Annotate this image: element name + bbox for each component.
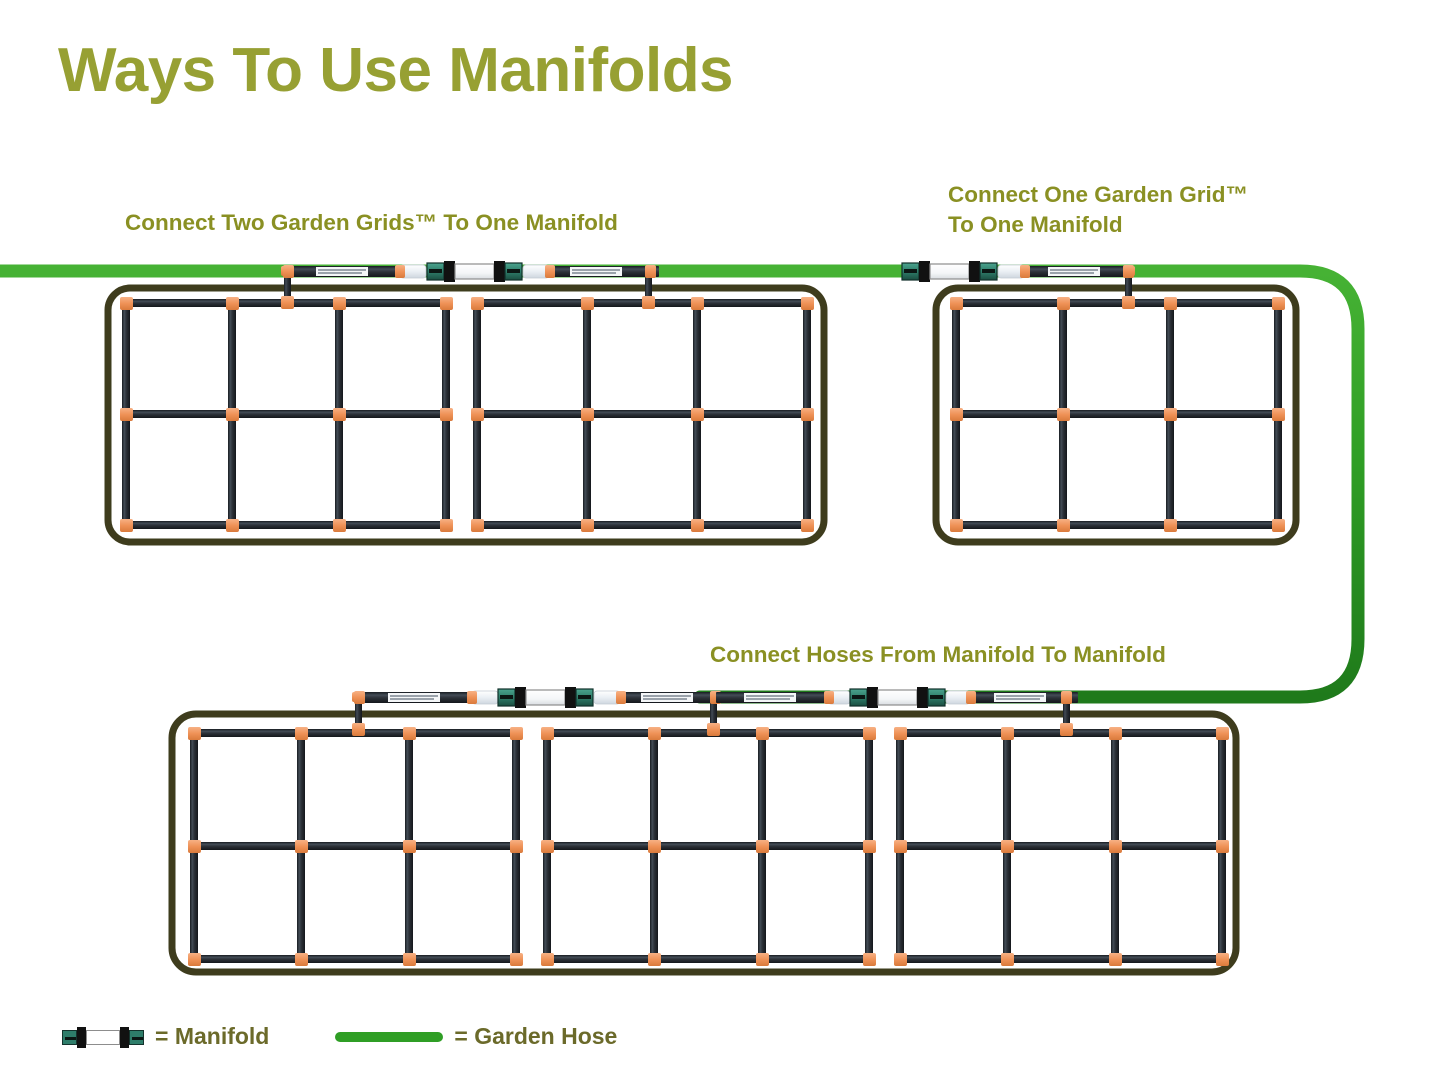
- label-connect-hoses-manifold-to-manifold: Connect Hoses From Manifold To Manifold: [710, 642, 1166, 667]
- bed-top-left: [104, 261, 828, 546]
- legend: = Manifold = Garden Hose: [62, 1023, 617, 1050]
- bed-frame-bottom: [168, 710, 1240, 976]
- legend-item-garden-hose: = Garden Hose: [335, 1023, 617, 1050]
- manifold-top-right: [901, 261, 1134, 282]
- page-title: Ways To Use Manifolds: [58, 36, 734, 105]
- garden-grid-bottom-c: [894, 727, 1229, 966]
- bed-top-right: [901, 261, 1300, 546]
- bed-frame-top-right: [932, 284, 1300, 546]
- hose-top-main-line: [0, 264, 1365, 704]
- legend-spacer: [269, 1036, 335, 1037]
- manifold-top-left: [283, 261, 659, 282]
- garden-grid-bottom-b: [541, 727, 876, 966]
- garden-grid-top-right-a: [950, 297, 1285, 532]
- label-connect-one-grid: Connect One Garden Grid™ To One Manifold: [948, 182, 1249, 238]
- garden-grid-top-left-b: [471, 297, 814, 532]
- garden-grid-top-left-a: [120, 297, 453, 532]
- manifold-bottom-right: [716, 687, 1078, 708]
- legend-label-manifold: = Manifold: [155, 1023, 270, 1049]
- garden-grid-bottom-a: [188, 727, 523, 966]
- legend-item-manifold: = Manifold: [62, 1023, 269, 1050]
- manifold-icon: [62, 1025, 144, 1049]
- garden-hose-network: [0, 264, 1365, 704]
- label-connect-two-grids: Connect Two Garden Grids™ To One Manifol…: [125, 210, 618, 235]
- bed-frame-top-left: [104, 284, 828, 546]
- hose-line-icon: [335, 1031, 444, 1042]
- manifold-bottom-left: [354, 687, 725, 708]
- bed-bottom: [168, 687, 1240, 976]
- legend-label-garden-hose: = Garden Hose: [454, 1023, 618, 1049]
